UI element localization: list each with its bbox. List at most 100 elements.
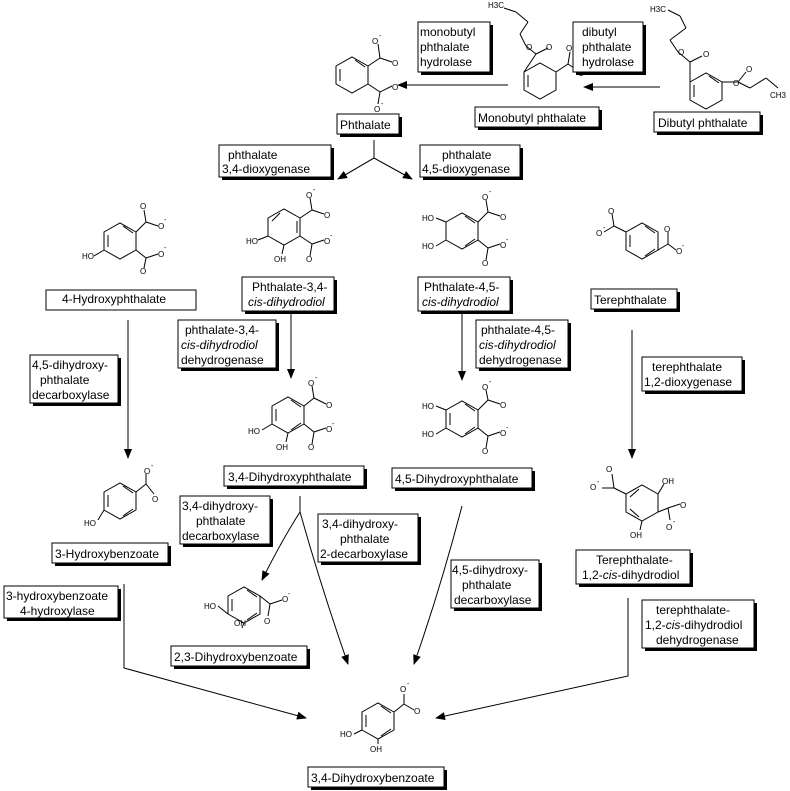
- o-label: O: [306, 191, 312, 200]
- o-label: O: [158, 250, 164, 259]
- svg-text:3,4-Dihydroxyphthalate: 3,4-Dihydroxyphthalate: [228, 470, 352, 484]
- svg-text:3-Hydroxybenzoate: 3-Hydroxybenzoate: [55, 547, 159, 561]
- charge-label: -: [330, 233, 333, 240]
- svg-text:phthalate: phthalate: [228, 148, 278, 162]
- svg-text:phthalate-4,5-: phthalate-4,5-: [481, 323, 555, 337]
- svg-text:phthalate: phthalate: [442, 148, 492, 162]
- charge-label: -: [673, 519, 676, 526]
- charge-label: -: [313, 187, 316, 194]
- h3c-label: H3C: [650, 5, 666, 14]
- svg-text:Monobutyl phthalate: Monobutyl phthalate: [478, 111, 586, 125]
- enzyme-phthalate-45-dioxygenase: phthalate 4,5-dioxygenase: [419, 144, 523, 180]
- svg-text:cis-dihydrodiol: cis-dihydrodiol: [479, 338, 556, 352]
- o-label: O: [482, 193, 488, 202]
- svg-text:cis-dihydrodiol: cis-dihydrodiol: [248, 295, 325, 309]
- o-label: O: [372, 37, 378, 46]
- charge-label: -: [489, 189, 492, 196]
- compound-monobutyl-phthalate: Monobutyl phthalate: [474, 106, 602, 130]
- svg-text:Terephthalate: Terephthalate: [594, 293, 667, 307]
- o-label: O: [482, 383, 488, 392]
- ho-label: HO: [204, 602, 216, 611]
- charge-label: -: [315, 375, 318, 382]
- svg-text:phthalate: phthalate: [340, 532, 390, 546]
- phthalate-34-dihydrodiol-structure: [257, 197, 325, 257]
- charge-label: -: [164, 217, 167, 224]
- ch3-label: CH3: [770, 91, 787, 100]
- hydroxybenzoate-3-structure: [97, 474, 155, 521]
- svg-text:cis-dihydrodiol: cis-dihydrodiol: [422, 295, 499, 309]
- svg-text:dehydrogenase: dehydrogenase: [656, 633, 739, 647]
- phthalate-structure: [335, 43, 393, 105]
- oh-label: OH: [370, 745, 382, 754]
- o-label: O: [308, 443, 314, 452]
- enzyme-phthalate-45-dihydrodiol-dehydrogenase: phthalate-4,5- cis-dihydrodiol dehydroge…: [475, 319, 571, 371]
- enzyme-45-dihydroxyphthalate-decarboxylase-left: 4,5-dihydroxy- phthalate decarboxylase: [29, 354, 121, 406]
- ho-label: HO: [84, 519, 96, 528]
- o-label: O: [140, 202, 146, 211]
- terephthalate-dihydrodiol-structure: [602, 473, 681, 531]
- o-label: O: [500, 429, 506, 438]
- enzyme-34-dihydroxyphthalate-decarboxylase: 3,4-dihydroxy- phthalate decarboxylase: [179, 495, 273, 547]
- svg-text:phthalate: phthalate: [40, 373, 90, 387]
- enzyme-monobutyl-phthalate-hydrolase: monobutyl phthalate hydrolase: [417, 21, 493, 75]
- arrow-45-dihydroxyphthalate-to-34-dihydroxybenzoate: [413, 505, 463, 665]
- compound-34-dihydroxybenzoate: 3,4-Dihydroxybenzoate: [307, 766, 447, 790]
- charge-label: -: [332, 421, 335, 428]
- svg-text:phthalate: phthalate: [462, 578, 512, 592]
- o-label: O: [546, 43, 552, 52]
- dibutyl-phthalate-structure: [667, 9, 779, 110]
- svg-text:4-Hydroxyphthalate: 4-Hydroxyphthalate: [62, 292, 166, 306]
- o-label: O: [374, 105, 380, 114]
- compound-3-hydroxybenzoate: 3-Hydroxybenzoate: [51, 542, 171, 566]
- charge-label: -: [407, 681, 410, 688]
- compound-34-dihydroxyphthalate: 3,4-Dihydroxyphthalate: [223, 465, 367, 489]
- svg-text:4,5-Dihydroxyphthalate: 4,5-Dihydroxyphthalate: [395, 472, 519, 486]
- oh-label: OH: [234, 619, 246, 628]
- o-label: O: [324, 237, 330, 246]
- ho-label: HO: [82, 252, 94, 261]
- enzyme-dibutyl-phthalate-hydrolase: dibutyl phthalate hydrolase: [572, 21, 646, 75]
- o-label: O: [608, 207, 614, 216]
- svg-text:3,4-dihydroxy-: 3,4-dihydroxy-: [322, 517, 398, 531]
- o-label: O: [703, 50, 709, 59]
- charge-label: -: [682, 243, 685, 250]
- arrow-3-hydroxybenzoate-to-34-dihydroxybenzoate: [123, 584, 307, 720]
- svg-text:4,5-dioxygenase: 4,5-dioxygenase: [422, 162, 510, 176]
- svg-text:monobutyl: monobutyl: [420, 25, 475, 39]
- charge-label: -: [506, 237, 509, 244]
- svg-text:decarboxylase: decarboxylase: [454, 593, 532, 607]
- enzyme-3-hydroxybenzoate-4-hydroxylase: 3-hydroxybenzoate 4-hydroxylase: [3, 585, 121, 621]
- phthalate-45-dihydrodiol-structure: [435, 199, 501, 261]
- o-label: O: [676, 247, 682, 256]
- o-label: O: [324, 211, 330, 220]
- charge-label: -: [151, 463, 154, 470]
- o-label: O: [392, 83, 398, 92]
- dihydroxybenzoate-34-structure: [353, 694, 415, 744]
- svg-text:1,2-dioxygenase: 1,2-dioxygenase: [644, 375, 732, 389]
- oh-label: OH: [274, 255, 286, 264]
- enzyme-terephthalate-12-dioxygenase: terephthalate 1,2-dioxygenase: [641, 356, 745, 394]
- charge-label: -: [288, 591, 291, 598]
- ho-label: HO: [248, 427, 260, 436]
- o-label: O: [526, 43, 532, 52]
- svg-text:2-decarboxylase: 2-decarboxylase: [320, 547, 408, 561]
- o-label: O: [746, 65, 752, 74]
- o-label: O: [140, 267, 146, 276]
- compound-phthalate-45-cis-dihydrodiol: Phthalate-4,5- cis-dihydrodiol: [417, 276, 513, 314]
- svg-text:Phthalate-4,5-: Phthalate-4,5-: [424, 280, 499, 294]
- o-label: O: [144, 467, 150, 476]
- o-label: O: [482, 259, 488, 268]
- o-label: O: [596, 229, 602, 238]
- o-label: O: [500, 401, 506, 410]
- o-label: O: [680, 501, 686, 510]
- svg-text:phthalate-3,4-: phthalate-3,4-: [185, 323, 259, 337]
- svg-text:3,4-dioxygenase: 3,4-dioxygenase: [222, 162, 310, 176]
- o-label: O: [414, 707, 420, 716]
- svg-text:dehydrogenase: dehydrogenase: [181, 353, 264, 367]
- enzyme-terephthalate-dihydrodiol-dehydrogenase: terephthalate- 1,2-cis-dihydrodiol dehyd…: [641, 599, 757, 651]
- hydroxyphthalate-structure: [93, 209, 159, 269]
- svg-text:terephthalate: terephthalate: [652, 360, 722, 374]
- terephthalate-structure: [603, 213, 677, 260]
- o-label: O: [282, 595, 288, 604]
